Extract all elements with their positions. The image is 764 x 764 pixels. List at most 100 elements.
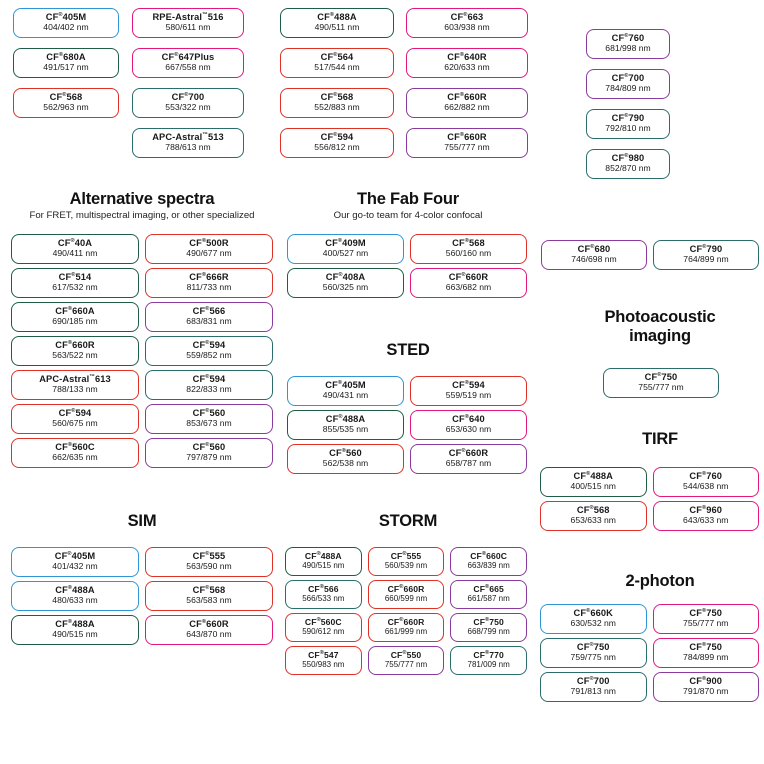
dye-name: CF®488A <box>55 618 95 630</box>
dye-name: CF®560C <box>304 616 342 627</box>
trademark-mark: ® <box>461 447 466 454</box>
dye-name: CF®594 <box>58 407 92 419</box>
dye-spectra: 681/998 nm <box>605 43 651 54</box>
dye-name: CF®405M <box>325 379 366 391</box>
dye-spectra: 491/517 nm <box>43 62 89 73</box>
trademark-mark: ® <box>205 550 210 557</box>
trademark-mark: ® <box>590 243 595 250</box>
dye-name: CF®660K <box>573 607 613 619</box>
trademark-mark: ® <box>399 583 404 590</box>
dye-name: CF®408A <box>325 271 366 283</box>
tirf-title: TIRF <box>642 430 678 448</box>
dye-spectra: 566/533 nm <box>302 594 345 604</box>
dye-spectra: 661/999 nm <box>384 627 428 637</box>
alternative-spectra-header: Alternative spectra For FRET, multispect… <box>4 190 280 221</box>
sim-title: SIM <box>127 512 157 530</box>
trademark-mark: ® <box>70 237 75 244</box>
dye-spectra: 517/544 nm <box>314 62 360 73</box>
